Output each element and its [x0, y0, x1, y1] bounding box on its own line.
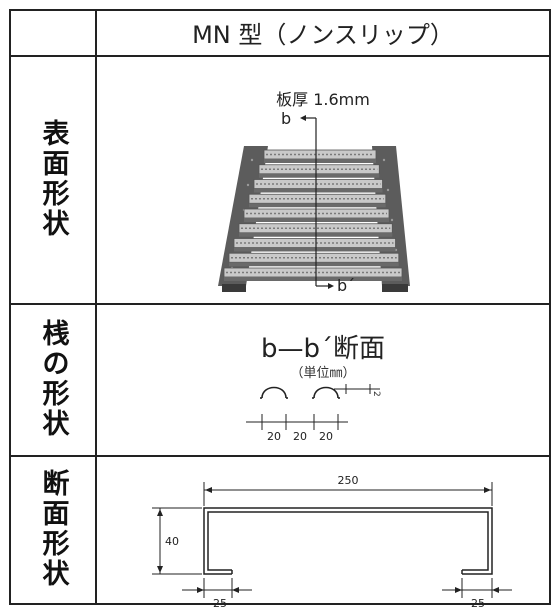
grating-bar-shadow [234, 247, 396, 252]
label-char: の [42, 349, 70, 380]
label-char: 桟 [42, 319, 70, 350]
label-char: 表 [42, 119, 70, 150]
grating-bar-shadow [224, 277, 402, 281]
bar-height-label: 2 [371, 391, 381, 397]
grating-bar-shadow [264, 159, 376, 163]
product-type-title: MN 型（ノンスリップ） [192, 20, 454, 49]
flange-right-dimension: 25 [471, 597, 485, 610]
channel-section [203, 507, 493, 575]
label-char: 面 [42, 499, 70, 530]
label-char: 面 [42, 149, 70, 180]
row-label-surface-shape: 表 面 形 状 [10, 56, 102, 304]
bar-dimension-lines [246, 414, 348, 430]
grating-bar-shadow [229, 262, 399, 267]
marker-b-prime: b´ [337, 276, 355, 295]
row-label-section-shape: 断 面 形 状 [10, 456, 102, 604]
grating-bar [228, 252, 400, 263]
bar-dim-2: 20 [293, 430, 307, 443]
marker-b: b [281, 109, 291, 128]
row-label-bar-shape: 桟 の 形 状 [10, 304, 102, 456]
section-title: b—b´断面 [260, 334, 385, 364]
label-char: 形 [42, 379, 70, 410]
label-char: 断 [42, 469, 70, 500]
grating-bar-shadow [259, 173, 380, 178]
grating-bar-shadow [254, 188, 383, 193]
height-dimension: 40 [165, 535, 179, 548]
label-char: 状 [42, 209, 70, 240]
grating-bar-shadow [249, 203, 386, 208]
plate-thickness: 板厚 1.6mm [276, 90, 370, 109]
unit-note: （単位㎜） [290, 366, 356, 381]
dimension-arrows [157, 487, 499, 593]
width-dimension: 250 [338, 474, 359, 487]
section-dimension-lines [152, 482, 512, 598]
grating-bar [248, 193, 387, 204]
label-char: 形 [42, 179, 70, 210]
flange-left-dimension: 25 [213, 597, 227, 610]
bar-dim-1: 20 [267, 430, 281, 443]
grating-bar [233, 238, 396, 248]
label-char: 状 [42, 409, 70, 440]
bar-dim-3: 20 [319, 430, 333, 443]
label-char: 形 [42, 529, 70, 560]
bar-profiles [260, 384, 380, 399]
label-char: 状 [42, 559, 70, 590]
